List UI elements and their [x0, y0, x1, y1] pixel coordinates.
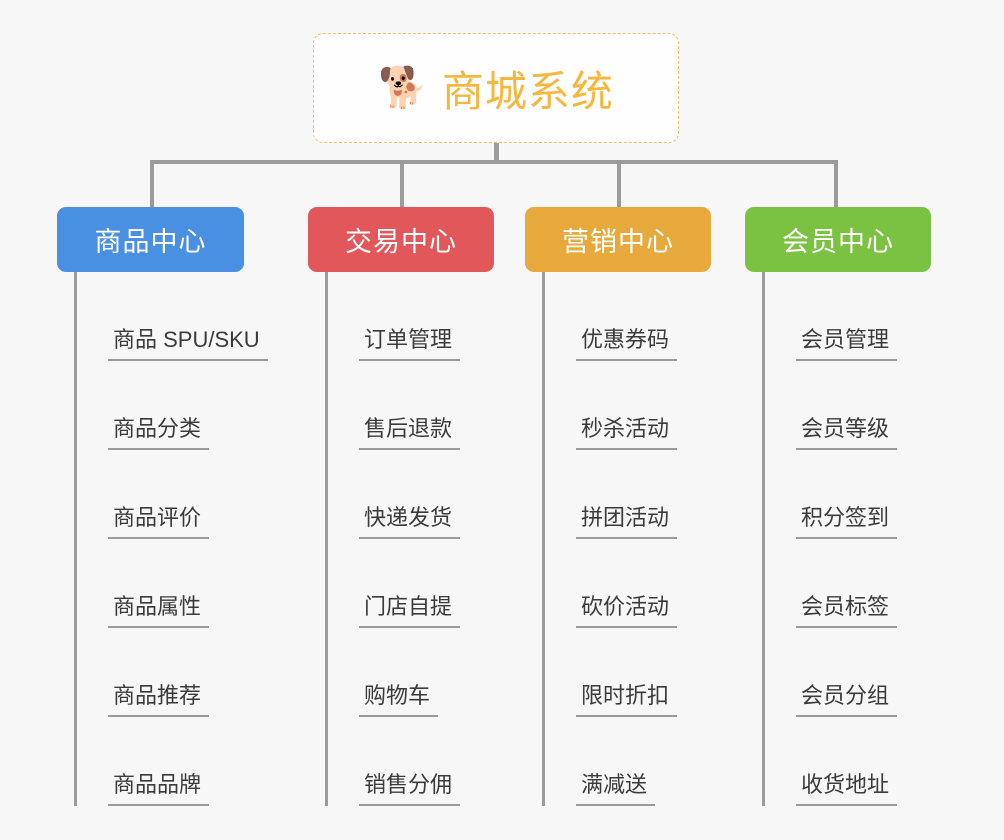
leaf-item[interactable]: 限时折扣 [545, 628, 711, 717]
leaf-list-marketing: 优惠券码 秒杀活动 拼团活动 砍价活动 限时折扣 满减送 [542, 272, 711, 806]
connector-drop-4 [834, 160, 838, 207]
leaf-item-label: 商品属性 [108, 594, 210, 628]
leaf-item-label: 销售分佣 [359, 772, 461, 806]
leaf-item[interactable]: 购物车 [328, 628, 494, 717]
leaf-item-label: 订单管理 [359, 327, 461, 361]
connector-drop-2 [400, 160, 404, 207]
category-column-member: 会员中心 会员管理 会员等级 积分签到 会员标签 会员分组 收货地址 [745, 207, 931, 806]
leaf-item[interactable]: 秒杀活动 [545, 361, 711, 450]
leaf-item[interactable]: 砍价活动 [545, 539, 711, 628]
shiba-dog-face-emoji: 🐕 [378, 66, 428, 110]
leaf-item[interactable]: 收货地址 [765, 717, 931, 806]
leaf-item[interactable]: 商品品牌 [77, 717, 244, 806]
leaf-item[interactable]: 商品分类 [77, 361, 244, 450]
leaf-item-label: 门店自提 [359, 594, 461, 628]
leaf-item[interactable]: 商品 SPU/SKU [77, 272, 268, 361]
connector-horizontal-bus [150, 160, 838, 164]
leaf-item-label: 砍价活动 [576, 594, 678, 628]
category-header-label: 会员中心 [782, 227, 894, 257]
leaf-item[interactable]: 销售分佣 [328, 717, 494, 806]
leaf-list-member: 会员管理 会员等级 积分签到 会员标签 会员分组 收货地址 [762, 272, 931, 806]
category-column-product: 商品中心 商品 SPU/SKU 商品分类 商品评价 商品属性 商品推荐 商品品牌 [57, 207, 268, 806]
leaf-item[interactable]: 积分签到 [765, 450, 931, 539]
leaf-item[interactable]: 会员管理 [765, 272, 931, 361]
leaf-item-label: 商品评价 [108, 505, 210, 539]
leaf-item[interactable]: 会员等级 [765, 361, 931, 450]
category-column-marketing: 营销中心 优惠券码 秒杀活动 拼团活动 砍价活动 限时折扣 满减送 [525, 207, 711, 806]
connector-root-stem [494, 143, 499, 162]
category-header-member[interactable]: 会员中心 [745, 207, 931, 272]
leaf-item[interactable]: 商品推荐 [77, 628, 244, 717]
leaf-item-label: 会员管理 [796, 327, 898, 361]
leaf-item-label: 快递发货 [359, 505, 461, 539]
category-header-trade[interactable]: 交易中心 [308, 207, 494, 272]
leaf-item-label: 售后退款 [359, 416, 461, 450]
leaf-item-label: 满减送 [576, 772, 656, 806]
leaf-item[interactable]: 满减送 [545, 717, 711, 806]
connector-drop-1 [150, 160, 154, 207]
root-node-title: 商城系统 [441, 67, 614, 115]
leaf-item-label: 收货地址 [796, 772, 898, 806]
leaf-item-label: 商品分类 [108, 416, 210, 450]
leaf-item[interactable]: 快递发货 [328, 450, 494, 539]
category-header-label: 交易中心 [345, 227, 457, 257]
leaf-item-label: 秒杀活动 [576, 416, 678, 450]
leaf-item[interactable]: 会员标签 [765, 539, 931, 628]
leaf-item[interactable]: 会员分组 [765, 628, 931, 717]
leaf-item[interactable]: 商品属性 [77, 539, 244, 628]
leaf-item-label: 购物车 [359, 683, 439, 717]
leaf-item-label: 优惠券码 [576, 327, 678, 361]
category-header-marketing[interactable]: 营销中心 [525, 207, 711, 272]
category-header-label: 商品中心 [94, 227, 207, 257]
root-node[interactable]: 🐕 商城系统 [313, 33, 679, 143]
leaf-item-label: 会员标签 [796, 594, 898, 628]
leaf-item-label: 商品 SPU/SKU [108, 327, 268, 361]
leaf-item[interactable]: 门店自提 [328, 539, 494, 628]
leaf-item-label: 限时折扣 [576, 683, 678, 717]
leaf-item-label: 商品推荐 [108, 683, 210, 717]
category-column-trade: 交易中心 订单管理 售后退款 快递发货 门店自提 购物车 销售分佣 [308, 207, 494, 806]
category-header-label: 营销中心 [562, 227, 674, 257]
leaf-list-product: 商品 SPU/SKU 商品分类 商品评价 商品属性 商品推荐 商品品牌 [74, 272, 268, 806]
category-header-product[interactable]: 商品中心 [57, 207, 244, 272]
connector-drop-3 [617, 160, 621, 207]
leaf-item[interactable]: 商品评价 [77, 450, 244, 539]
leaf-list-trade: 订单管理 售后退款 快递发货 门店自提 购物车 销售分佣 [325, 272, 494, 806]
leaf-item-label: 拼团活动 [576, 505, 678, 539]
leaf-item[interactable]: 售后退款 [328, 361, 494, 450]
leaf-item-label: 积分签到 [796, 505, 898, 539]
leaf-item[interactable]: 订单管理 [328, 272, 494, 361]
leaf-item[interactable]: 拼团活动 [545, 450, 711, 539]
leaf-item[interactable]: 优惠券码 [545, 272, 711, 361]
leaf-item-label: 会员分组 [796, 683, 898, 717]
leaf-item-label: 商品品牌 [108, 772, 210, 806]
leaf-item-label: 会员等级 [796, 416, 898, 450]
